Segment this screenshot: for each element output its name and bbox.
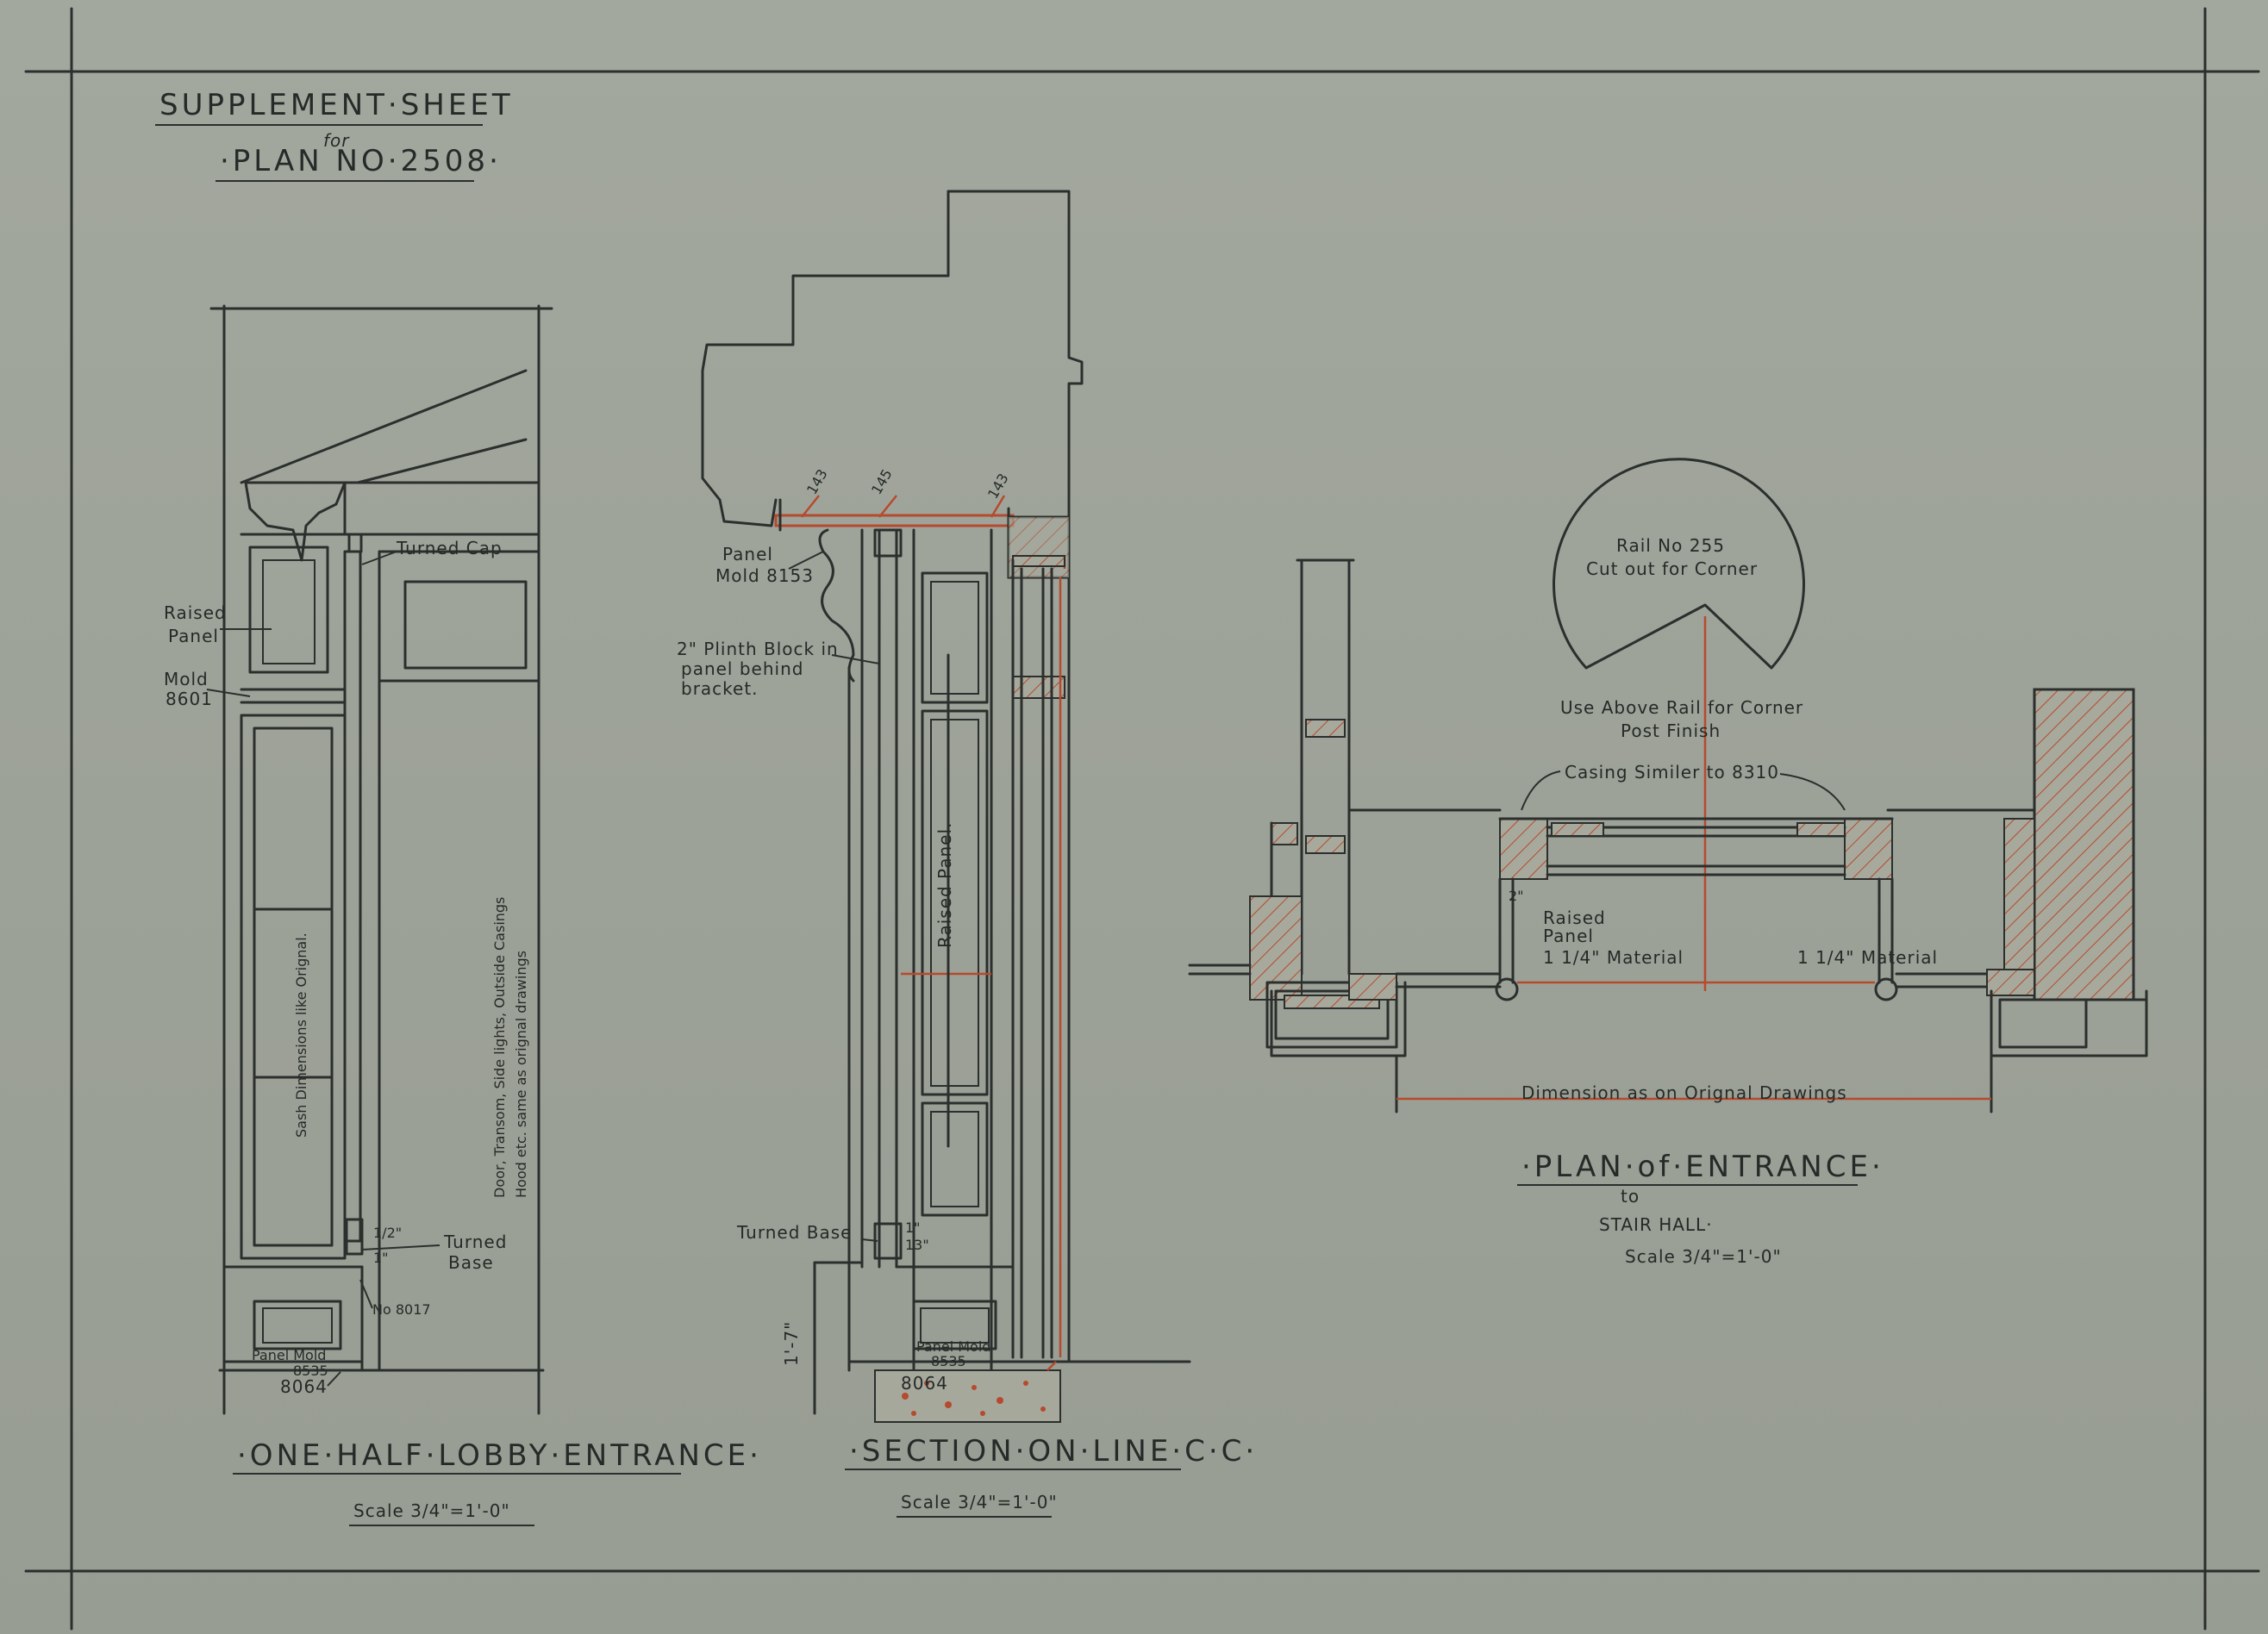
lobby-panel-mold-1: Panel Mold [252,1347,326,1363]
plan-raised-1: Raised [1543,907,1606,928]
plan-rail-1: Rail No 255 [1616,535,1725,556]
plan-material-right: 1 1/4" Material [1797,947,1938,968]
section-panel-mold-2: Mold 8153 [715,565,814,586]
sheet-border [24,7,2260,1631]
lobby-mold-1: Mold [164,669,209,689]
plan-subtitle: to [1621,1186,1640,1207]
lobby-title: ·ONE·HALF·LOBBY·ENTRANCE· [237,1438,762,1473]
section-scale: Scale 3/4"=1'-0" [901,1492,1058,1512]
sheet-title-line3: ·PLAN NO·2508· [220,144,502,178]
section-plinth-1: 2" Plinth Block in [677,639,839,659]
section-title: ·SECTION·ON·LINE·C·C· [849,1434,1258,1469]
section-base-8064: 8064 [901,1373,948,1394]
lobby-base-8064: 8064 [280,1376,328,1397]
section-height: 1'-7" [781,1321,802,1366]
section-title-block: ·SECTION·ON·LINE·C·C· Scale 3/4"=1'-0" [845,1434,1258,1518]
sheet-title-line2: for [323,130,350,151]
section-panel-mold-1: Panel [722,544,773,564]
section-plinth-3: bracket. [681,678,759,699]
section-143a: 143 [803,466,831,497]
section-plinth-2: panel behind [681,658,803,679]
plan-casing: Casing Similer to 8310 [1565,762,1779,783]
plan-rail-2: Cut out for Corner [1586,558,1758,579]
plan-material-left: 1 1/4" Material [1543,947,1684,968]
section-145: 145 [868,466,896,497]
section-raised-panel: Raised Panel. [934,822,955,948]
lobby-no-8017: No 8017 [372,1301,431,1318]
plan-raised-2: Panel [1543,926,1594,946]
plan-subtitle2: STAIR HALL· [1599,1214,1713,1235]
lobby-panel-mold-2: 8535 [293,1363,328,1379]
sheet-title: SUPPLEMENT·SHEET for ·PLAN NO·2508· [155,88,514,182]
lobby-raised-panel-2: Panel [168,626,219,646]
lobby-title-block: ·ONE·HALF·LOBBY·ENTRANCE· Scale 3/4"=1'-… [233,1438,762,1526]
section-turned-base: Turned Base [736,1222,852,1243]
lobby-dim-2: 1" [373,1250,389,1266]
lobby-door-note-2: Hood etc. same as orignal drawings [513,951,529,1198]
lobby-turned-base-2: Base [448,1252,494,1273]
lobby-mold-2: 8601 [166,689,213,709]
lobby-entrance-elevation [209,304,553,1415]
section-panel-mold-b1: Panel Mold [916,1338,990,1355]
plan-dimension-note: Dimension as on Orignal Drawings [1521,1082,1847,1103]
section-labels: 143 145 143 Panel Mold 8153 2" Plinth Bl… [677,466,1012,1394]
plan-entrance [1188,458,2148,1113]
plan-dim-2in: 2" [1509,888,1524,904]
section-dim-2: 13" [905,1237,929,1253]
plan-scale: Scale 3/4"=1'-0" [1625,1246,1782,1267]
lobby-turned-base-1: Turned [443,1232,507,1252]
lobby-raised-panel-1: Raised [164,602,227,623]
plan-labels: Rail No 255 Cut out for Corner Use Above… [1509,535,1938,1103]
plan-title: ·PLAN·of·ENTRANCE· [1521,1150,1884,1184]
section-143b: 143 [984,471,1012,502]
lobby-turned-cap: Turned Cap [396,538,503,558]
plan-use-above-2: Post Finish [1621,720,1721,741]
section-panel-mold-b2: 8535 [931,1353,966,1369]
lobby-dim-1: 1/2" [373,1225,402,1241]
lobby-sash-note: Sash Dimensions like Orignal. [293,932,309,1138]
section-dim-1: 1" [905,1219,921,1236]
lobby-labels: Turned Cap Raised Panel Mold 8601 Sash D… [164,538,529,1397]
plan-title-block: ·PLAN·of·ENTRANCE· to STAIR HALL· Scale … [1517,1150,1884,1267]
lobby-door-note-1: Door, Transom, Side lights, Outside Casi… [491,897,508,1198]
sheet-title-line1: SUPPLEMENT·SHEET [159,88,514,122]
plan-use-above-1: Use Above Rail for Corner [1560,697,1803,718]
lobby-scale: Scale 3/4"=1'-0" [353,1500,510,1521]
